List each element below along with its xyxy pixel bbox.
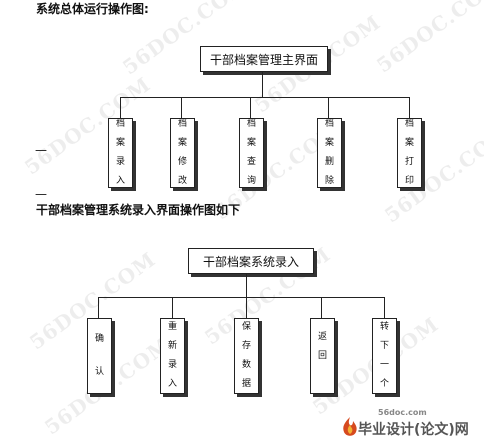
- root-node-entry-interface: 干部档案系统录入: [188, 248, 314, 274]
- node-re-enter: 重 新 录 入: [160, 318, 185, 394]
- node-char: 档: [246, 119, 256, 129]
- node-char: 档: [404, 119, 414, 129]
- node-next: 转 下 一 个: [372, 318, 397, 394]
- node-char: 案: [115, 138, 125, 148]
- node-archive-entry: 档 案 录 入: [108, 118, 133, 188]
- node-char: 录: [115, 157, 125, 167]
- site-logo: 56doc.com 毕业设计(论文)网: [340, 408, 482, 442]
- node-char: 入: [115, 176, 125, 186]
- node-char: 下: [379, 341, 389, 351]
- node-archive-modify: 档 案 修 改: [170, 118, 195, 188]
- connector-line: [321, 297, 322, 318]
- connector-line: [328, 97, 329, 118]
- connector-line: [262, 71, 263, 97]
- node-char: 案: [324, 138, 334, 148]
- node-char: 保: [241, 322, 251, 332]
- connector-line: [172, 297, 173, 318]
- node-archive-query: 档 案 查 询: [239, 118, 264, 188]
- node-char: 重: [167, 322, 177, 332]
- watermark: 56DOC.COM: [20, 72, 156, 180]
- connector-line: [98, 297, 384, 298]
- node-char: 查: [246, 157, 256, 167]
- node-char: 个: [379, 379, 389, 389]
- node-label: 干部档案系统录入: [202, 254, 299, 269]
- node-char: 改: [177, 176, 187, 186]
- node-char: 档: [177, 119, 187, 129]
- logo-title: 毕业设计(论文)网: [358, 422, 469, 438]
- connector-line: [98, 297, 99, 318]
- node-char: 入: [167, 379, 177, 389]
- node-char: 删: [324, 157, 334, 167]
- node-label: 干部档案管理主界面: [209, 52, 318, 67]
- node-char: 返: [317, 332, 327, 342]
- node-char: 询: [246, 176, 256, 186]
- watermark: 56DOC.COM: [380, 120, 484, 228]
- node-char: 案: [404, 138, 414, 148]
- connector-line: [181, 97, 182, 118]
- node-char: 数: [241, 360, 251, 370]
- node-confirm: 确 认: [87, 318, 112, 394]
- connector-line: [120, 97, 410, 98]
- connector-line: [246, 273, 247, 297]
- node-char: 除: [324, 176, 334, 186]
- node-char: 档: [324, 119, 334, 129]
- dash-mark: —: [35, 143, 47, 157]
- node-char: 确: [94, 334, 104, 344]
- root-node-main-interface: 干部档案管理主界面: [200, 46, 328, 72]
- node-char: 一: [379, 360, 389, 370]
- node-char: 修: [177, 157, 187, 167]
- node-char: 录: [167, 360, 177, 370]
- node-archive-delete: 档 案 删 除: [317, 118, 342, 188]
- node-char: 回: [317, 351, 327, 361]
- node-return: 返 回: [310, 318, 335, 394]
- logo-site-name: 56doc.com: [378, 408, 427, 417]
- connector-line: [246, 297, 247, 318]
- node-char: 存: [241, 341, 251, 351]
- node-char: 打: [404, 157, 414, 167]
- node-save-data: 保 存 数 据: [234, 318, 259, 394]
- node-char: 新: [167, 341, 177, 351]
- flame-logo-icon: [343, 417, 357, 436]
- watermark: 56DOC.COM: [372, 0, 484, 78]
- node-char: 印: [404, 176, 414, 186]
- connector-line: [120, 97, 121, 118]
- node-char: 档: [115, 119, 125, 129]
- dash-mark: —: [35, 187, 47, 201]
- connector-line: [409, 97, 410, 118]
- node-char: 案: [177, 138, 187, 148]
- node-char: 认: [94, 367, 104, 377]
- node-archive-print: 档 案 打 印: [397, 118, 422, 188]
- section-heading-entry: 干部档案管理系统录入界面操作图如下: [36, 203, 241, 217]
- node-char: 转: [379, 322, 389, 332]
- node-char: 案: [246, 138, 256, 148]
- node-char: 据: [241, 379, 251, 389]
- connector-line: [250, 97, 251, 118]
- connector-line: [384, 297, 385, 318]
- section-heading-overall: 系统总体运行操作图:: [36, 2, 149, 16]
